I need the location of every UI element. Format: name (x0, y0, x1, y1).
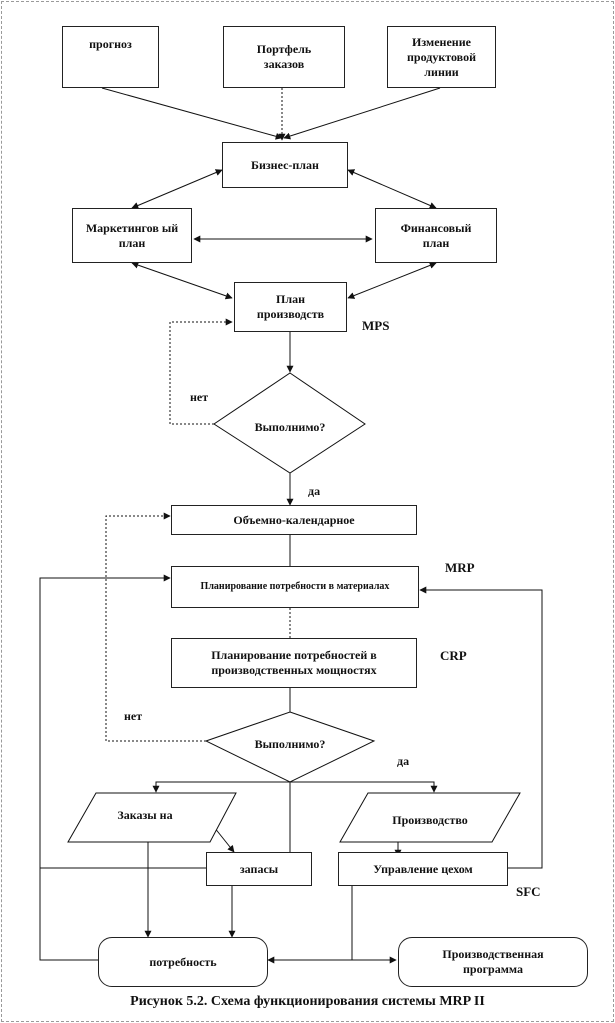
mrp-box: Планирование потребности в материалах (171, 566, 419, 608)
orders-for-label: Заказы на (117, 808, 173, 822)
yes-2-label: да (397, 754, 410, 768)
arrow-business-marketing (131, 169, 223, 209)
crp-label: CRP (440, 648, 467, 663)
arrow-productline-to-business (283, 87, 441, 140)
no-1-label: нет (190, 390, 209, 404)
production-label: Производство (392, 813, 468, 827)
arrow-marketing-production (131, 261, 233, 300)
diamond-feasible-1-shape (213, 372, 366, 474)
financial-plan-label: Финансовый план (400, 220, 472, 250)
financial-plan-box: Финансовый план (375, 208, 497, 263)
sfc-label: SFC (516, 884, 541, 899)
parallelogram-production-shape (339, 792, 521, 843)
feasible-2-label: Выполнимо? (254, 737, 326, 751)
forecast-label: прогноз (89, 37, 132, 51)
line-left-outer-to-demand (39, 868, 98, 961)
production-program-label: Производственная программа (442, 947, 544, 976)
marketing-plan-box: Маркетингов ый план (72, 208, 192, 263)
production-program-box: Производственная программа (398, 937, 588, 987)
feasible-1-label: Выполнимо? (254, 420, 326, 434)
order-portfolio-label: Портфель заказов (256, 42, 312, 71)
marketing-plan-label: Маркетингов ый план (85, 220, 179, 250)
production-plan-box: План производств (234, 282, 347, 332)
volume-calendar-box: Объемно-календарное (171, 505, 417, 535)
arrow-feasible2-to-production (290, 781, 438, 793)
arrow-feasible2-no-loop (105, 512, 206, 742)
mrp-label: MRP (445, 560, 475, 575)
production-plan-label: План производств (256, 292, 325, 321)
yes-1-label: да (308, 484, 321, 498)
order-portfolio-box: Портфель заказов (223, 26, 345, 88)
mrp-box-label: Планирование потребности в материалах (200, 580, 390, 592)
figure-caption: Рисунок 5.2. Схема функционирования сист… (130, 994, 485, 1009)
diamond-feasible-2-shape (204, 711, 376, 783)
business-plan-box: Бизнес-план (222, 142, 348, 188)
arrow-business-financial (347, 169, 437, 209)
arrow-forecast-to-business (101, 87, 283, 140)
crp-box: Планирование потребностей в производстве… (171, 638, 417, 688)
demand-label: потребность (149, 954, 217, 969)
parallelogram-orders-shape (67, 792, 237, 843)
no-2-label: нет (124, 709, 143, 723)
product-line-change-box: Изменение продуктовой линии (387, 26, 496, 88)
shop-control-label: Управление цехом (373, 861, 473, 876)
crp-box-label: Планирование потребностей в производстве… (211, 648, 377, 677)
arrow-feasible2-to-orders (152, 781, 290, 793)
arrow-financial-production (347, 262, 437, 299)
demand-box: потребность (98, 937, 268, 987)
forecast-box: прогноз (62, 26, 159, 88)
stock-box: запасы (206, 852, 312, 886)
arrow-feasible1-no-loop (169, 318, 233, 425)
volume-calendar-label: Объемно-календарное (233, 512, 355, 527)
product-line-change-label: Изменение продуктовой линии (407, 34, 476, 79)
arrow-left-feedback-to-mrp (39, 574, 206, 869)
arrow-right-feedback-to-mrp (419, 586, 543, 869)
stock-label: запасы (239, 861, 279, 876)
mps-label: MPS (362, 318, 390, 333)
business-plan-label: Бизнес-план (251, 157, 319, 172)
shop-control-box: Управление цехом (338, 852, 508, 886)
